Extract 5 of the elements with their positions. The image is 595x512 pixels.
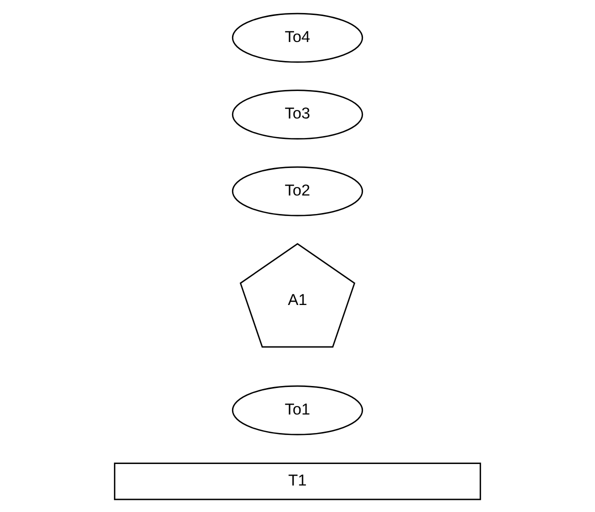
node-box: T1 <box>114 462 482 500</box>
node-ellipse: To1 <box>232 384 364 435</box>
node-ellipse: To4 <box>232 12 364 62</box>
node-ellipse: To2 <box>232 166 364 216</box>
node-ellipse: To3 <box>232 89 364 139</box>
